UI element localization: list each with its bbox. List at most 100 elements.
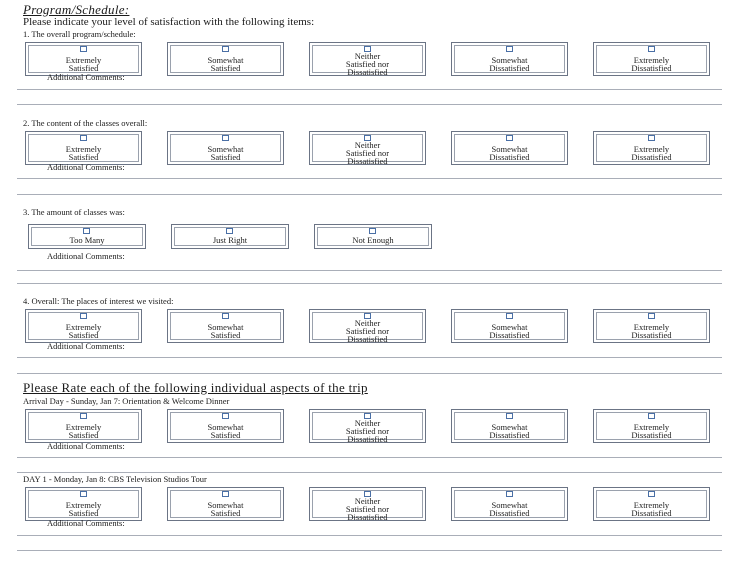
checkbox[interactable] [363,46,371,52]
rating-option-label: Extremely Dissatisfied [631,499,672,518]
checkbox[interactable] [79,135,87,141]
checkbox[interactable] [647,491,655,497]
rating-option-neither-satisfied-nor-dissatisfied[interactable]: Neither Satisfied nor Dissatisfied [309,409,426,443]
rating-option-label: Just Right [212,235,248,245]
rating-option-extremely-dissatisfied[interactable]: Extremely Dissatisfied [593,409,710,443]
rating-option-label: Somewhat Dissatisfied [489,143,530,162]
question-label: 2. The content of the classes overall: [23,118,148,128]
rating-option-label: Neither Satisfied nor Dissatisfied [345,317,390,344]
rating-option-somewhat-dissatisfied[interactable]: Somewhat Dissatisfied [451,131,568,165]
rating-option-somewhat-satisfied[interactable]: Somewhat Satisfied [167,309,284,343]
rating-option-extremely-dissatisfied[interactable]: Extremely Dissatisfied [593,487,710,521]
checkbox[interactable] [647,313,655,319]
rating-option-label: Neither Satisfied nor Dissatisfied [345,139,390,166]
checkbox[interactable] [79,313,87,319]
rating-option-label: Somewhat Satisfied [207,499,244,518]
additional-comments-label: Additional Comments: [47,441,125,451]
comment-line[interactable] [17,373,722,374]
comment-line[interactable] [17,535,722,536]
comment-line[interactable] [17,357,722,358]
checkbox[interactable] [363,313,371,319]
checkbox[interactable] [505,413,513,419]
rating-option-just-right[interactable]: Just Right [171,224,289,249]
comment-line[interactable] [17,89,722,90]
comment-line[interactable] [17,472,722,473]
rating-option-somewhat-dissatisfied[interactable]: Somewhat Dissatisfied [451,42,568,76]
checkbox[interactable] [79,491,87,497]
rating-option-extremely-satisfied[interactable]: Extremely Satisfied [25,309,142,343]
comment-line[interactable] [17,178,722,179]
checkbox[interactable] [221,135,229,141]
instructions-text: Please indicate your level of satisfacti… [23,16,315,28]
rating-option-not-enough[interactable]: Not Enough [314,224,432,249]
rating-option-label: Extremely Satisfied [65,499,102,518]
rating-option-label: Somewhat Satisfied [207,421,244,440]
rating-option-label: Extremely Dissatisfied [631,421,672,440]
question-label: Arrival Day - Sunday, Jan 7: Orientation… [23,396,230,406]
checkbox[interactable] [79,413,87,419]
rating-option-somewhat-dissatisfied[interactable]: Somewhat Dissatisfied [451,487,568,521]
checkbox[interactable] [505,313,513,319]
comment-line[interactable] [17,104,722,105]
checkbox[interactable] [647,135,655,141]
rating-option-too-many[interactable]: Too Many [28,224,146,249]
checkbox[interactable] [221,313,229,319]
rating-option-extremely-dissatisfied[interactable]: Extremely Dissatisfied [593,42,710,76]
rating-option-somewhat-dissatisfied[interactable]: Somewhat Dissatisfied [451,409,568,443]
rating-option-label: Somewhat Dissatisfied [489,54,530,73]
checkbox[interactable] [369,228,376,234]
rating-option-neither-satisfied-nor-dissatisfied[interactable]: Neither Satisfied nor Dissatisfied [309,131,426,165]
rating-option-label: Somewhat Dissatisfied [489,499,530,518]
rating-option-extremely-satisfied[interactable]: Extremely Satisfied [25,487,142,521]
checkbox[interactable] [505,135,513,141]
rating-option-extremely-satisfied[interactable]: Extremely Satisfied [25,131,142,165]
rating-option-somewhat-satisfied[interactable]: Somewhat Satisfied [167,487,284,521]
rating-option-extremely-dissatisfied[interactable]: Extremely Dissatisfied [593,309,710,343]
checkbox[interactable] [221,413,229,419]
checkbox[interactable] [226,228,233,234]
additional-comments-label: Additional Comments: [47,341,125,351]
comment-line[interactable] [17,270,722,271]
checkbox[interactable] [363,491,371,497]
rating-option-extremely-satisfied[interactable]: Extremely Satisfied [25,409,142,443]
comment-line[interactable] [17,550,722,551]
rating-option-label: Extremely Dissatisfied [631,321,672,340]
question-label: DAY 1 - Monday, Jan 8: CBS Television St… [23,474,207,484]
checkbox[interactable] [363,135,371,141]
question-label: 4. Overall: The places of interest we vi… [23,296,174,306]
checkbox[interactable] [83,228,90,234]
comment-line[interactable] [17,457,722,458]
rating-option-extremely-satisfied[interactable]: Extremely Satisfied [25,42,142,76]
rating-option-somewhat-satisfied[interactable]: Somewhat Satisfied [167,42,284,76]
rating-option-label: Extremely Satisfied [65,143,102,162]
rating-option-neither-satisfied-nor-dissatisfied[interactable]: Neither Satisfied nor Dissatisfied [309,309,426,343]
checkbox[interactable] [79,46,87,52]
rating-option-label: Too Many [69,235,105,245]
checkbox[interactable] [221,46,229,52]
checkbox[interactable] [647,413,655,419]
rating-option-label: Extremely Dissatisfied [631,143,672,162]
rating-option-neither-satisfied-nor-dissatisfied[interactable]: Neither Satisfied nor Dissatisfied [309,42,426,76]
rating-option-extremely-dissatisfied[interactable]: Extremely Dissatisfied [593,131,710,165]
rating-option-somewhat-dissatisfied[interactable]: Somewhat Dissatisfied [451,309,568,343]
checkbox[interactable] [505,491,513,497]
checkbox[interactable] [647,46,655,52]
rating-option-label: Somewhat Dissatisfied [489,421,530,440]
additional-comments-label: Additional Comments: [47,251,125,261]
additional-comments-label: Additional Comments: [47,162,125,172]
section-title-program: Program/Schedule: [23,2,130,17]
question-label: 3. The amount of classes was: [23,207,125,217]
rating-option-label: Neither Satisfied nor Dissatisfied [345,50,390,77]
rating-option-neither-satisfied-nor-dissatisfied[interactable]: Neither Satisfied nor Dissatisfied [309,487,426,521]
checkbox[interactable] [505,46,513,52]
checkbox[interactable] [363,413,371,419]
rating-option-label: Not Enough [352,235,394,245]
rating-option-somewhat-satisfied[interactable]: Somewhat Satisfied [167,131,284,165]
rating-option-label: Somewhat Satisfied [207,321,244,340]
rating-option-label: Extremely Satisfied [65,421,102,440]
comment-line[interactable] [17,283,722,284]
rating-option-label: Somewhat Satisfied [207,54,244,73]
comment-line[interactable] [17,194,722,195]
rating-option-somewhat-satisfied[interactable]: Somewhat Satisfied [167,409,284,443]
checkbox[interactable] [221,491,229,497]
